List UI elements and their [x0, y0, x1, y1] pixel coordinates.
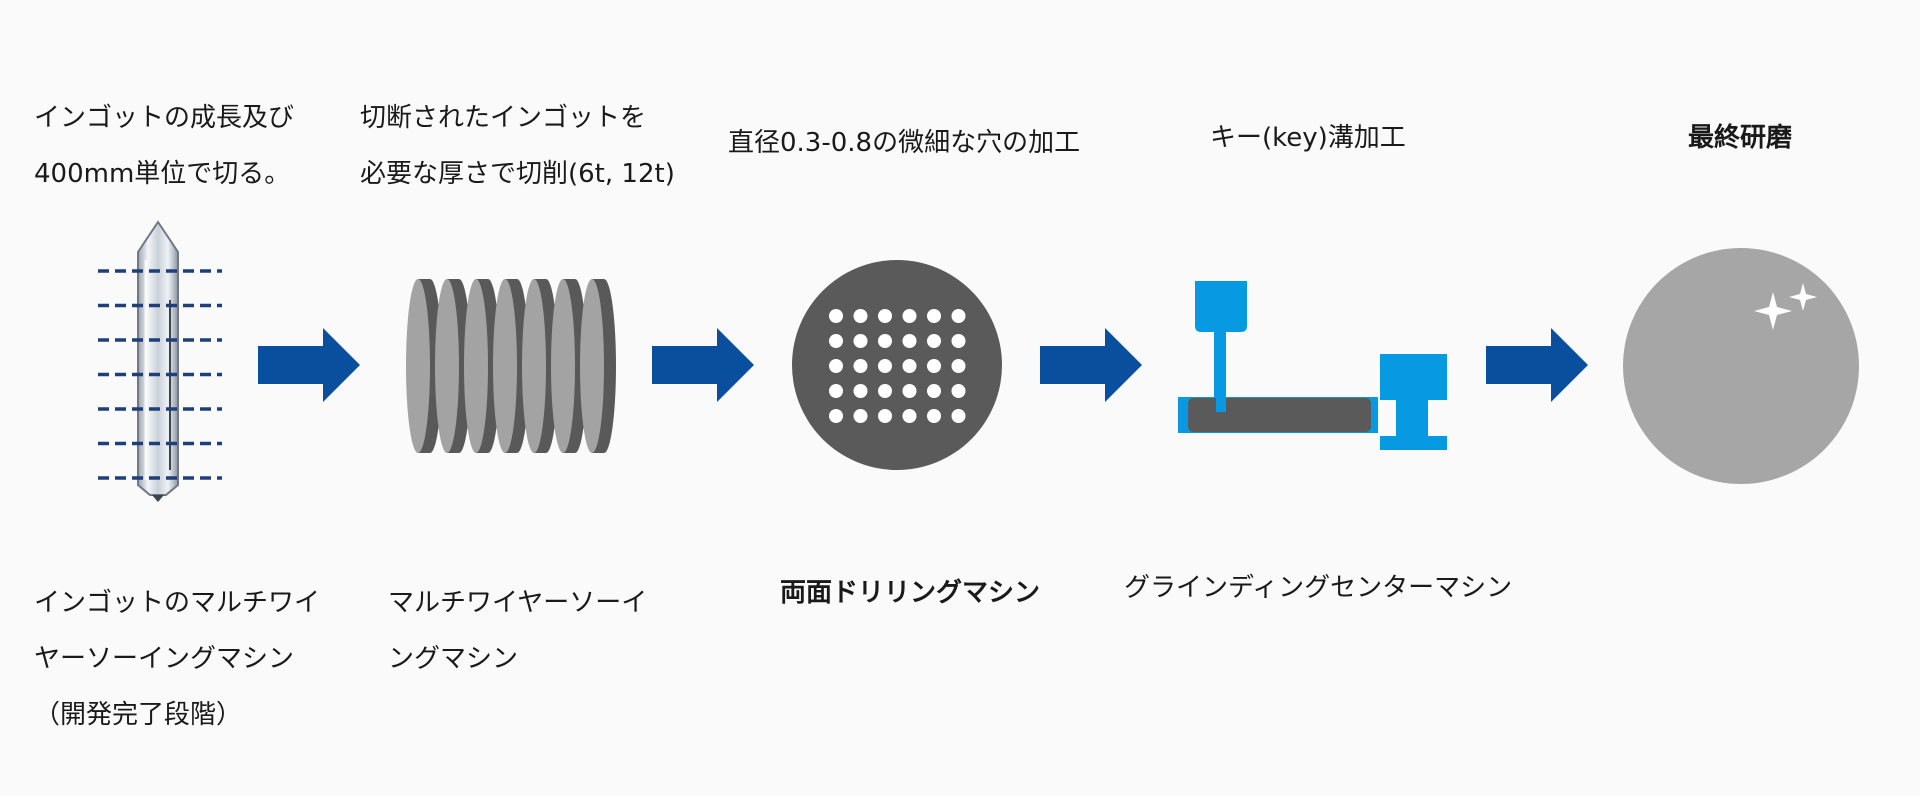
- flow-arrow-4: [1486, 328, 1588, 402]
- step2-top-label: 切断されたインゴットを 必要な厚さで切削(6t, 12t): [360, 90, 675, 202]
- step4-top-label: キー(key)溝加工: [1210, 110, 1406, 166]
- drill-hole: [853, 359, 868, 373]
- step3-bottom-line1: 両面ドリリングマシン: [780, 578, 1041, 608]
- step4-bottom-line1: グラインディングセンターマシン: [1124, 573, 1513, 603]
- step5-top-line1: 最終研磨: [1688, 123, 1793, 153]
- drill-hole: [829, 384, 843, 398]
- step3-top-line1: 直径0.3-0.8の微細な穴の加工: [728, 128, 1081, 158]
- cut-lines: [98, 269, 222, 480]
- step1-bottom-line3: （開発完了段階）: [34, 700, 243, 730]
- flow-arrow-3: [1040, 328, 1142, 402]
- slice-disc: [406, 279, 442, 453]
- drill-hole: [951, 384, 966, 398]
- workpiece: [1188, 398, 1371, 432]
- step1-bottom-label: インゴットのマルチワイ ヤーソーイングマシン （開発完了段階）: [34, 575, 320, 743]
- sliced-discs: [406, 279, 616, 453]
- ingot-tip: [152, 495, 164, 502]
- drill-hole: [878, 334, 892, 348]
- drill-hole: [829, 359, 843, 373]
- slice-disc: [522, 279, 558, 453]
- step1-top-label: インゴットの成長及び 400mm単位で切る。: [34, 90, 294, 202]
- step2-bottom-line1: マルチワイヤーソーイ: [388, 588, 648, 618]
- step2-top-line2: 必要な厚さで切削(6t, 12t): [360, 159, 675, 189]
- drill-hole: [902, 409, 917, 423]
- step1-bottom-line2: ヤーソーイングマシン: [34, 644, 295, 674]
- sparkle-icon-small: [1789, 283, 1817, 311]
- drill-hole: [951, 309, 966, 323]
- drill-hole: [878, 409, 892, 423]
- step1-top-line2: 400mm単位で切る。: [34, 159, 291, 189]
- step3-bottom-label: 両面ドリリングマシン: [780, 565, 1040, 621]
- drill-hole: [878, 384, 892, 398]
- slice-disc: [580, 279, 616, 453]
- drill-hole: [829, 409, 843, 423]
- polished-disc: [1623, 248, 1859, 484]
- slice-disc: [551, 279, 587, 453]
- step1-bottom-line1: インゴットのマルチワイ: [34, 588, 321, 618]
- sparkle-icon-large: [1754, 292, 1792, 330]
- step2-bottom-label: マルチワイヤーソーイ ングマシン: [388, 575, 647, 687]
- slice-disc: [493, 279, 529, 453]
- drill-hole: [927, 359, 941, 373]
- grinding-machine: [1178, 281, 1447, 450]
- drilled-plate: [792, 260, 1002, 470]
- step4-bottom-label: グラインディングセンターマシン: [1124, 560, 1512, 616]
- ingot-body: [137, 220, 179, 496]
- drill-hole: [927, 309, 941, 323]
- clamp-vise: [1380, 354, 1447, 450]
- drill-hole: [829, 309, 843, 323]
- slice-disc: [464, 279, 500, 453]
- drill-hole: [927, 334, 941, 348]
- flow-arrow-2: [652, 328, 754, 402]
- drill-hole: [853, 384, 868, 398]
- grinder-head: [1195, 281, 1247, 332]
- drill-hole: [829, 334, 843, 348]
- drill-hole: [902, 359, 917, 373]
- drill-hole: [951, 334, 966, 348]
- step5-top-label: 最終研磨: [1688, 110, 1792, 166]
- drill-hole: [927, 409, 941, 423]
- ingot-illustration: [98, 220, 222, 502]
- step4-top-line1: キー(key)溝加工: [1210, 123, 1406, 153]
- drill-hole: [878, 309, 892, 323]
- drill-hole: [902, 384, 917, 398]
- drill-holes: [829, 309, 966, 423]
- drill-hole: [878, 359, 892, 373]
- step1-top-line1: インゴットの成長及び: [34, 103, 295, 133]
- step2-bottom-line2: ングマシン: [388, 644, 519, 674]
- drill-hole: [927, 384, 941, 398]
- drill-hole: [951, 409, 966, 423]
- drill-hole: [902, 309, 917, 323]
- drill-hole: [853, 309, 868, 323]
- step2-top-line1: 切断されたインゴットを: [360, 103, 647, 133]
- slice-disc: [435, 279, 471, 453]
- drill-hole: [853, 409, 868, 423]
- flow-arrow-1: [258, 328, 360, 402]
- step3-top-label: 直径0.3-0.8の微細な穴の加工: [728, 115, 1080, 171]
- drill-hole: [951, 359, 966, 373]
- key-groove: [1216, 398, 1226, 412]
- drill-hole: [853, 334, 868, 348]
- drill-hole: [902, 334, 917, 348]
- grinder-spindle: [1214, 330, 1226, 412]
